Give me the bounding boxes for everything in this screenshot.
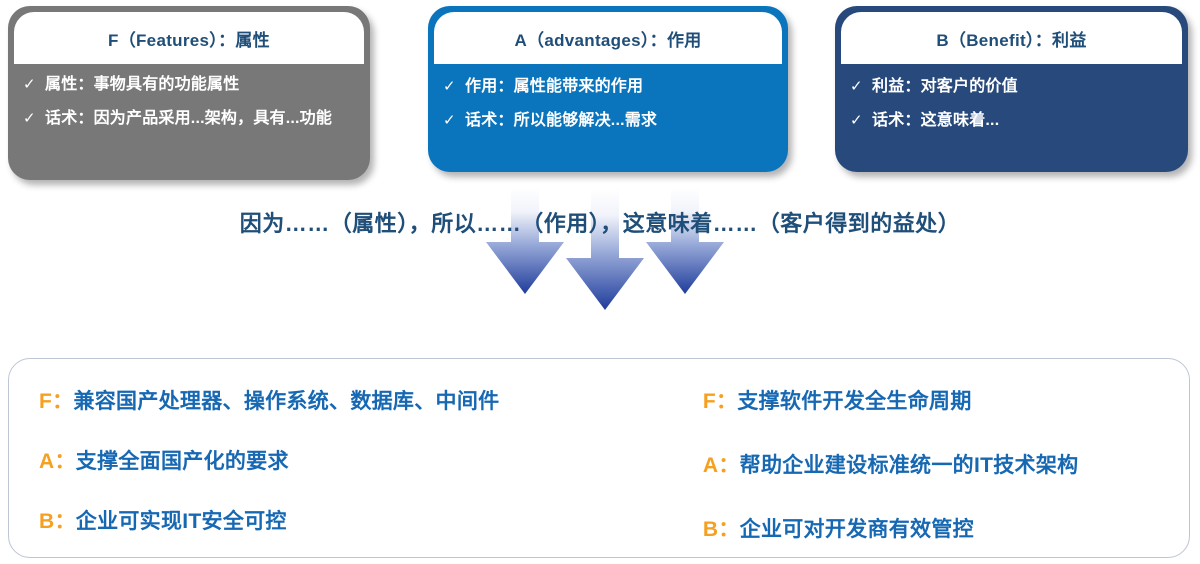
fab-examples-right-column: F：支撑软件开发全生命周期 A：帮助企业建设标准统一的IT技术架构 B：企业可对… <box>648 359 1189 557</box>
list-item: ✓ 话术：所以能够解决...需求 <box>440 108 774 133</box>
bullet-label: 话术：因为产品采用...架构，具有...功能 <box>45 110 333 127</box>
fab-value: 帮助企业建设标准统一的IT技术架构 <box>739 454 1079 477</box>
card-features[interactable]: F（Features）：属性 ✓ 属性：事物具有的功能属性 ✓ 话术：因为产品采… <box>8 6 370 180</box>
bullet-label: 属性：事物具有的功能属性 <box>45 76 240 93</box>
fab-value: 支撑软件开发全生命周期 <box>737 390 972 413</box>
fab-value: 企业可实现IT安全可控 <box>75 510 287 533</box>
check-icon: ✓ <box>23 76 36 93</box>
list-item: ✓ 利益：对客户的价值 <box>847 74 1174 99</box>
fab-line: A：帮助企业建设标准统一的IT技术架构 <box>703 449 1189 479</box>
fab-key: B： <box>702 518 740 541</box>
card-advantages-body: ✓ 作用：属性能带来的作用 ✓ 话术：所以能够解决...需求 <box>428 64 788 143</box>
fab-line: A：支撑全面国产化的要求 <box>39 445 648 475</box>
card-features-body: ✓ 属性：事物具有的功能属性 ✓ 话术：因为产品采用...架构，具有...功能 <box>8 64 370 141</box>
list-item: ✓ 话术：这意味着... <box>847 108 1174 133</box>
fab-line: F：支撑软件开发全生命周期 <box>703 385 1189 415</box>
fab-key: F： <box>39 390 74 413</box>
card-benefit-body: ✓ 利益：对客户的价值 ✓ 话术：这意味着... <box>835 64 1188 143</box>
bullet-label: 作用：属性能带来的作用 <box>465 78 644 95</box>
fab-examples-panel: F：兼容国产处理器、操作系统、数据库、中间件 A：支撑全面国产化的要求 B：企业… <box>8 358 1190 558</box>
card-benefit-header: B（Benefit）：利益 <box>841 12 1182 64</box>
list-item: ✓ 作用：属性能带来的作用 <box>440 74 774 99</box>
check-icon: ✓ <box>850 78 863 95</box>
bullet-label: 话术：这意味着... <box>872 112 1000 129</box>
fab-cards-row: F（Features）：属性 ✓ 属性：事物具有的功能属性 ✓ 话术：因为产品采… <box>0 0 1200 190</box>
card-advantages[interactable]: A（advantages）：作用 ✓ 作用：属性能带来的作用 ✓ 话术：所以能够… <box>428 6 788 172</box>
card-benefit-title: B（Benefit）：利益 <box>936 30 1087 50</box>
fab-value: 企业可对开发商有效管控 <box>739 518 974 541</box>
card-advantages-title: A（advantages）：作用 <box>514 30 702 50</box>
arrow-down-icon <box>486 188 564 294</box>
center-formula-sentence: 因为……（属性），所以……（作用），这意味着……（客户得到的益处） <box>239 211 961 236</box>
arrow-down-icon <box>646 188 724 294</box>
fab-line: B：企业可对开发商有效管控 <box>703 513 1189 543</box>
card-advantages-header: A（advantages）：作用 <box>434 12 782 64</box>
fab-examples-left-column: F：兼容国产处理器、操作系统、数据库、中间件 A：支撑全面国产化的要求 B：企业… <box>9 359 648 557</box>
fab-key: F： <box>702 390 738 413</box>
fab-line: B：企业可实现IT安全可控 <box>39 505 648 535</box>
check-icon: ✓ <box>850 112 863 129</box>
down-arrows-group <box>480 188 730 348</box>
card-features-title: F（Features）：属性 <box>108 30 270 50</box>
fab-line: F：兼容国产处理器、操作系统、数据库、中间件 <box>39 385 648 415</box>
check-icon: ✓ <box>23 110 36 127</box>
bullet-label: 利益：对客户的价值 <box>872 78 1018 95</box>
check-icon: ✓ <box>443 112 456 129</box>
fab-value: 兼容国产处理器、操作系统、数据库、中间件 <box>73 390 500 413</box>
fab-key: B： <box>39 510 76 533</box>
arrow-down-icon <box>566 188 644 310</box>
bullet-label: 话术：所以能够解决...需求 <box>465 112 658 129</box>
card-features-header: F（Features）：属性 <box>14 12 364 64</box>
list-item: ✓ 属性：事物具有的功能属性 <box>20 72 356 97</box>
card-benefit[interactable]: B（Benefit）：利益 ✓ 利益：对客户的价值 ✓ 话术：这意味着... <box>835 6 1188 172</box>
fab-key: A： <box>39 450 76 473</box>
check-icon: ✓ <box>443 78 456 95</box>
fab-key: A： <box>702 454 740 477</box>
list-item: ✓ 话术：因为产品采用...架构，具有...功能 <box>20 106 356 131</box>
fab-value: 支撑全面国产化的要求 <box>75 450 289 473</box>
